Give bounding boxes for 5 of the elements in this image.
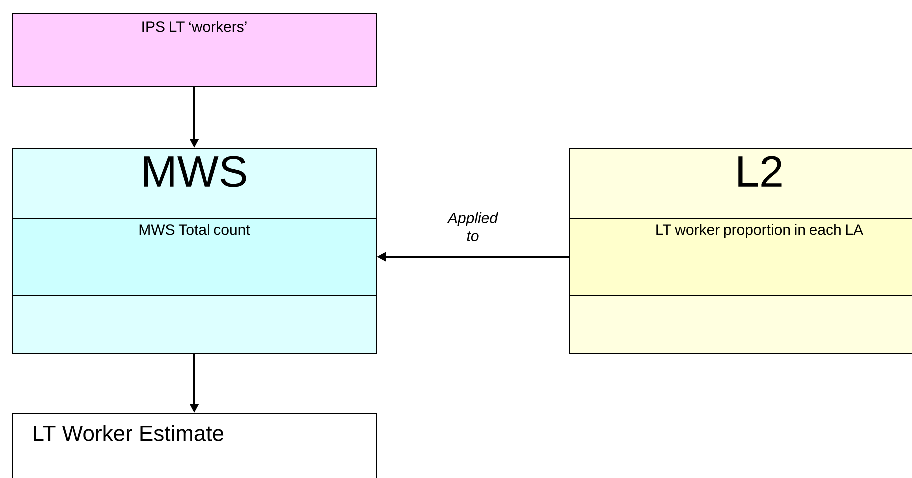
band: LT worker proportion in each LA	[569, 218, 912, 296]
process-box: IPS LT ‘workers’	[12, 13, 377, 87]
band: MWS Total count	[12, 218, 377, 296]
edge-label: Applied to	[447, 212, 498, 242]
process-box: LT Worker Estimate	[12, 413, 377, 478]
